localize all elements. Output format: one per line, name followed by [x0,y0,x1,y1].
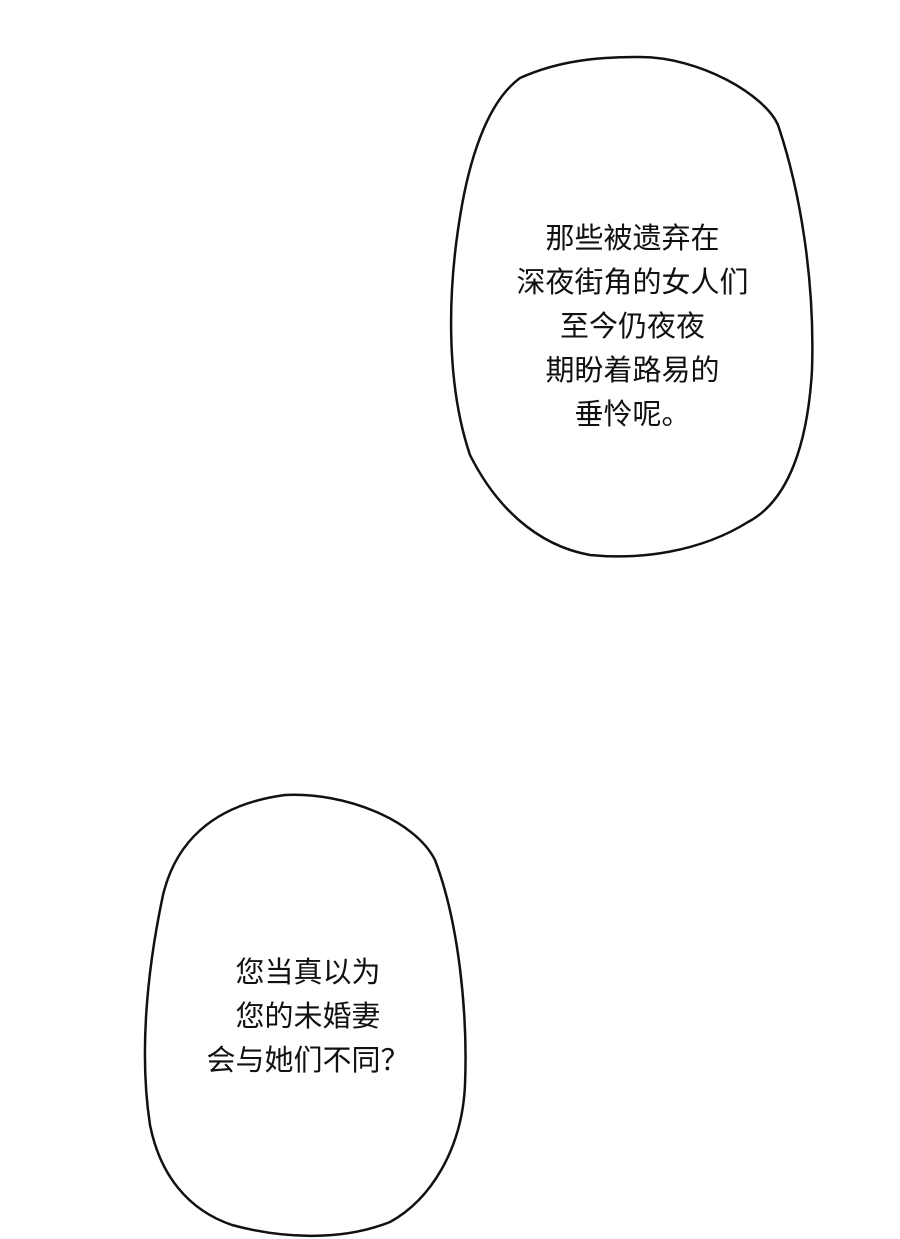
bubble-2-line-2: 您的未婚妻 [235,999,381,1033]
bubble-1-line-3: 至今仍夜夜 [559,309,705,343]
speech-bubble-2-text: 您当真以为 您的未婚妻 会与她们不同？ [160,950,456,1082]
bubble-1-line-2: 深夜街角的女人们 [516,265,749,299]
speech-bubble-1-text: 那些被遗弃在 深夜街角的女人们 至今仍夜夜 期盼着路易的 垂怜呢。 [470,216,795,436]
speech-bubble-2-outline [143,793,467,1238]
bubble-2-line-1: 您当真以为 [235,955,381,989]
bubble-2-line-3: 会与她们不同？ [206,1043,410,1077]
bubble-1-line-1: 那些被遗弃在 [545,221,720,255]
bubble-1-line-5: 垂怜呢。 [574,397,691,431]
bubble-1-line-4: 期盼着路易的 [545,353,720,387]
speech-bubble-1-outline [449,55,814,558]
